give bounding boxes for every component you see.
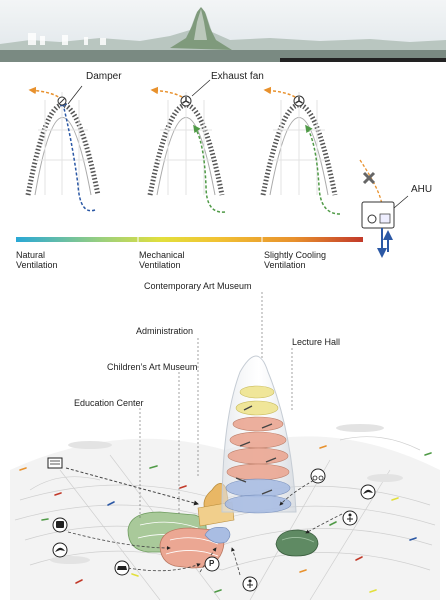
ventilation-gradient-bar — [16, 236, 363, 243]
person-icon — [242, 576, 258, 592]
ventilation-diagram-cooling — [260, 86, 409, 258]
ahu-label: AHU — [411, 184, 433, 195]
administration-label: Administration — [136, 326, 194, 336]
education-center-label: Education Center — [74, 398, 144, 408]
contemporary-art-museum-label: Contemporary Art Museum — [144, 281, 252, 291]
mode-natural-line1: Natural — [16, 250, 46, 260]
person-icon — [342, 510, 358, 526]
mode-mechanical-line2: Ventilation — [139, 260, 181, 270]
damper-icon — [57, 96, 67, 106]
exhaust-fan-label: Exhaust fan — [211, 71, 264, 82]
cross-icon — [362, 171, 376, 185]
contemporary-art-museum-tower — [221, 351, 297, 514]
colored-confetti-marks — [19, 445, 432, 593]
leader-lines — [139, 292, 293, 520]
parking-symbol: P — [209, 559, 215, 568]
mode-mechanical: Mechanical Ventilation — [139, 250, 185, 270]
landscape-panorama — [0, 0, 446, 62]
car-icon — [114, 560, 130, 576]
mode-mechanical-line1: Mechanical — [139, 250, 185, 260]
fan-icon — [180, 95, 192, 107]
bird-icon — [52, 542, 68, 558]
mode-cooling-line2: Ventilation — [264, 260, 306, 270]
mode-natural-line2: Ventilation — [16, 260, 58, 270]
bus-icon — [52, 517, 68, 533]
ventilation-diagram-mechanical — [147, 79, 226, 213]
parking-icon — [204, 556, 220, 572]
childrens-art-museum-label: Children’s Art Museum — [107, 362, 198, 372]
lecture-hall-label: Lecture Hall — [292, 337, 341, 347]
bird-icon — [360, 484, 376, 500]
fan-icon — [293, 95, 305, 107]
ahu-unit — [361, 195, 409, 258]
bicycle-icon — [310, 468, 326, 484]
mode-cooling-line1: Slightly Cooling — [264, 250, 327, 260]
ventilation-diagram-natural — [25, 85, 101, 212]
billboard-icon — [47, 457, 63, 469]
mode-cooling: Slightly Cooling Ventilation — [264, 250, 326, 270]
damper-label: Damper — [86, 71, 122, 82]
mode-natural: Natural Ventilation — [16, 250, 58, 270]
site-arrows — [65, 467, 343, 576]
lecture-hall-volume — [275, 529, 319, 557]
